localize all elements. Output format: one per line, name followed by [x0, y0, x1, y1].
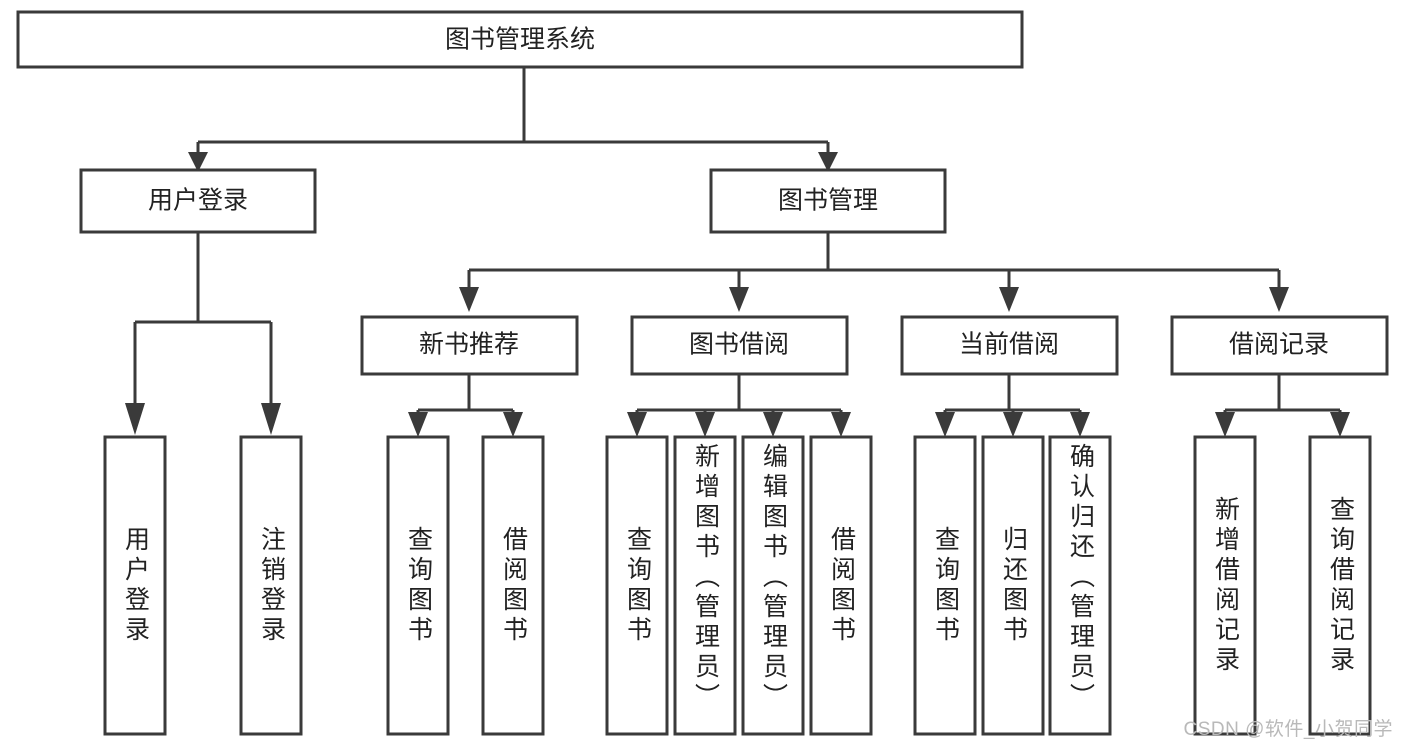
- arrow-to-current-borrow: [999, 287, 1019, 312]
- arrow-leaf-book-borrow-3: [763, 412, 783, 437]
- node-root-label: 图书管理系统: [445, 26, 595, 54]
- node-current-borrow-label: 当前借阅: [959, 331, 1059, 359]
- node-leaf-current-borrow-1[interactable]: [913, 435, 977, 736]
- node-leaf-book-borrow-3[interactable]: [741, 435, 805, 736]
- arrow-leaf-new-book-2: [503, 412, 523, 437]
- node-leaf-book-borrow-4[interactable]: [809, 435, 873, 736]
- arrow-leaf-borrow-record-1: [1215, 412, 1235, 437]
- node-layer: 图书管理系统 用户登录 图书管理 新书推荐 图书借阅 当前借阅 借阅记录: [16, 10, 1389, 736]
- arrow-to-book-manage: [818, 152, 838, 172]
- node-new-book-recommend[interactable]: [360, 315, 579, 376]
- edge-layer: [125, 67, 1350, 437]
- node-book-borrow-label: 图书借阅: [689, 331, 789, 359]
- arrow-leaf-user-login-1: [125, 403, 145, 435]
- arrow-leaf-user-login-2: [261, 403, 281, 435]
- arrow-leaf-book-borrow-2: [695, 412, 715, 437]
- node-leaf-borrow-record-1[interactable]: [1193, 435, 1257, 736]
- node-user-login-label: 用户登录: [148, 187, 248, 215]
- arrow-to-user-login: [188, 152, 208, 172]
- node-leaf-book-borrow-1[interactable]: [605, 435, 669, 736]
- arrow-to-book-borrow: [729, 287, 749, 312]
- node-leaf-new-book-1[interactable]: [386, 435, 450, 736]
- node-leaf-current-borrow-3[interactable]: [1048, 435, 1112, 736]
- node-leaf-user-login-1[interactable]: [103, 435, 167, 736]
- node-leaf-book-borrow-2[interactable]: [673, 435, 737, 736]
- arrow-leaf-new-book-1: [408, 412, 428, 437]
- node-book-borrow[interactable]: [630, 315, 849, 376]
- node-book-manage[interactable]: [709, 168, 947, 234]
- arrow-to-borrow-record: [1269, 287, 1289, 312]
- node-current-borrow[interactable]: [900, 315, 1119, 376]
- node-leaf-borrow-record-2[interactable]: [1308, 435, 1372, 736]
- arrow-to-new-book: [459, 287, 479, 312]
- node-root[interactable]: [16, 10, 1024, 69]
- arrow-leaf-current-borrow-3: [1070, 412, 1090, 437]
- arrow-leaf-book-borrow-1: [627, 412, 647, 437]
- node-borrow-record-label: 借阅记录: [1229, 331, 1329, 359]
- arrow-leaf-current-borrow-1: [935, 412, 955, 437]
- arrow-leaf-borrow-record-2: [1330, 412, 1350, 437]
- node-leaf-user-login-2[interactable]: [239, 435, 303, 736]
- node-leaf-new-book-2[interactable]: [481, 435, 545, 736]
- node-book-manage-label: 图书管理: [778, 187, 878, 215]
- arrow-leaf-current-borrow-2: [1003, 412, 1023, 437]
- arrow-leaf-book-borrow-4: [831, 412, 851, 437]
- node-new-book-recommend-label: 新书推荐: [419, 331, 519, 359]
- node-leaf-current-borrow-2[interactable]: [981, 435, 1045, 736]
- node-user-login[interactable]: [79, 168, 317, 234]
- node-borrow-record[interactable]: [1170, 315, 1389, 376]
- watermark-label: CSDN @软件_小贺同学: [1183, 719, 1393, 740]
